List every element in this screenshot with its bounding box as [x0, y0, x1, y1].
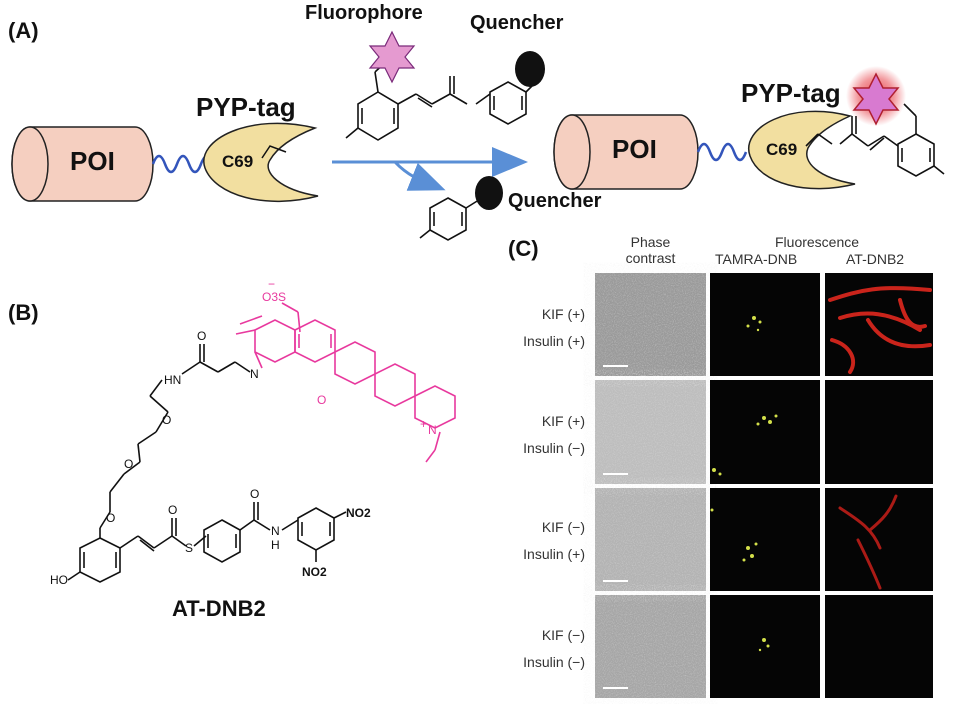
fluorophore-star-icon	[368, 30, 416, 84]
so3-charge: −	[268, 277, 275, 291]
compound-name: AT-DNB2	[172, 596, 266, 621]
nitro-bottom-label: NO2	[302, 565, 327, 579]
tamra-tile-4	[710, 595, 820, 698]
atdnb2-tile-4	[825, 595, 933, 698]
thioester-s-label: S	[185, 541, 193, 555]
row2-insulin: Insulin (−)	[523, 440, 585, 456]
ether-oxygen-2: O	[124, 457, 133, 471]
atdnb2-tile-2	[825, 380, 933, 484]
product-molecule	[805, 103, 945, 177]
column-header-atdnb2: AT-DNB2	[846, 251, 905, 267]
tamra-tile-2	[710, 380, 820, 484]
row3-insulin: Insulin (+)	[523, 546, 585, 562]
ring-oxygen-label: O	[317, 393, 326, 407]
atdnb2-tile-3	[825, 488, 933, 591]
linker-left	[151, 154, 215, 174]
panel-a-label: (A)	[8, 18, 39, 43]
row1-kif: KIF (+)	[541, 306, 585, 322]
ether-oxygen-1: O	[162, 413, 171, 427]
amide-hn-label: HN	[164, 373, 181, 387]
tamra-tile-1	[710, 273, 820, 376]
quencher-top-label: Quencher	[470, 12, 564, 34]
quencher-ball-bottom-icon	[475, 176, 503, 210]
panel-b-structure: O3S − N + O N HN O O O O	[50, 277, 456, 587]
fluorophore-core	[235, 302, 456, 463]
quencher-bottom-label: Quencher	[508, 190, 602, 212]
quencher-ball-top-icon	[515, 51, 545, 87]
linker-right	[696, 142, 748, 162]
ring-nitrogen-label: N	[250, 367, 259, 381]
column-header-phase: Phase contrast	[595, 234, 706, 266]
amide-h-label: H	[271, 538, 280, 552]
row2-kif: KIF (+)	[541, 413, 585, 429]
fluorophore-star-glowing-icon	[852, 72, 900, 126]
panel-c-label: (C)	[508, 236, 539, 261]
row3-kif: KIF (−)	[541, 519, 585, 535]
carbonyl-oxygen-1: O	[197, 329, 206, 343]
nitro-top-label: NO2	[346, 506, 371, 520]
panel-a	[11, 30, 945, 241]
ho-label: HO	[50, 573, 68, 587]
fluorophore-label: Fluorophore	[305, 2, 423, 24]
tamra-tile-3	[710, 488, 820, 591]
pyp-tag-right-label: PYP-tag	[741, 78, 841, 108]
panel-c-micrographs	[595, 273, 933, 698]
probe-molecule	[345, 59, 539, 141]
n-plus-label: N	[428, 423, 437, 437]
poi-left-label: POI	[70, 146, 115, 176]
phenol-thioester	[67, 502, 347, 583]
pyp-tag-left-shape	[203, 122, 319, 203]
plus-charge: +	[420, 417, 427, 431]
c69-left-label: C69	[222, 152, 254, 171]
panel-b-label: (B)	[8, 300, 39, 325]
ether-oxygen-3: O	[106, 511, 115, 525]
peg-linker	[99, 344, 251, 529]
so3-label: O3S	[262, 290, 286, 304]
pyp-tag-left-label: PYP-tag	[196, 92, 296, 122]
thiolate-bond-left	[261, 145, 287, 159]
row1-insulin: Insulin (+)	[523, 333, 585, 349]
amide-n-label: N	[271, 524, 280, 538]
poi-left-cylinder	[11, 126, 154, 202]
column-header-tamra: TAMRA-DNB	[715, 251, 798, 267]
leaving-group-arrow	[393, 160, 446, 191]
poi-right-label: POI	[612, 134, 657, 164]
pyp-tag-right-shape	[747, 110, 856, 190]
column-header-fluorescence: Fluorescence	[775, 234, 860, 250]
phase-line-1: Phase	[630, 234, 671, 250]
c69-right-label: C69	[766, 140, 798, 159]
carbonyl-oxygen-2: O	[168, 503, 177, 517]
row4-insulin: Insulin (−)	[523, 654, 585, 670]
carbonyl-oxygen-3: O	[250, 487, 259, 501]
phase-line-2: contrast	[625, 250, 676, 266]
row4-kif: KIF (−)	[541, 627, 585, 643]
thiophenolate-molecule	[419, 197, 483, 241]
poi-right-cylinder	[553, 114, 699, 190]
